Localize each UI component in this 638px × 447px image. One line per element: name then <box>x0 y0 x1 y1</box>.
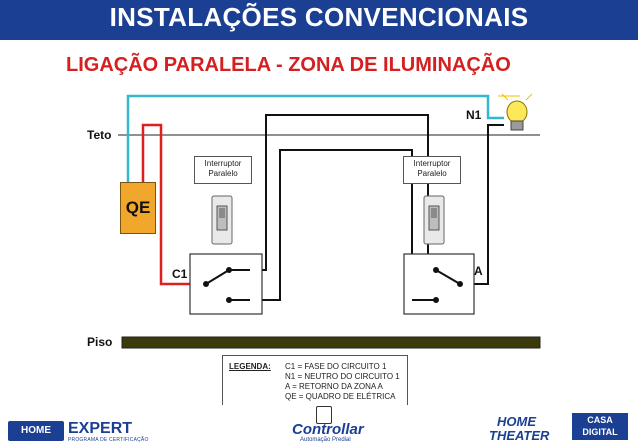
legend-item-a: A = RETORNO DA ZONA A <box>285 382 383 391</box>
terminal-left-top <box>226 267 232 273</box>
neutral-label: N1 <box>466 108 482 122</box>
casa-digital-line2: DIGITAL <box>582 427 618 437</box>
controllar-subtitle: Automação Predial <box>300 437 351 443</box>
lamp-icon <box>498 93 533 131</box>
switch-caption-left-line2: Paralelo <box>208 169 238 178</box>
controllar-logo: Controllar <box>292 421 364 438</box>
traveler-wire-1 <box>229 114 429 271</box>
floor-label: Piso <box>87 335 113 349</box>
return-label: A <box>474 264 483 278</box>
legend-item-n1: N1 = NEUTRO DO CIRCUITO 1 <box>285 372 400 381</box>
switch-caption-right-line2: Paralelo <box>417 169 447 178</box>
terminal-right-top <box>433 267 439 273</box>
panel-label: QE <box>125 198 151 217</box>
traveler-wire-2 <box>229 149 413 301</box>
terminal-right-bottom <box>433 297 439 303</box>
page-subtitle: LIGAÇÃO PARALELA - ZONA DE ILUMINAÇÃO <box>66 54 511 76</box>
circuit-label: C1 <box>172 267 188 281</box>
legend-item-qe: QE = QUADRO DE ELÉTRICA <box>285 392 396 401</box>
home-expert-word: EXPERT <box>68 420 133 437</box>
switch-box-left <box>189 253 263 315</box>
switch-lever-right <box>435 269 461 285</box>
home-theater-logo-line1: HOME <box>497 414 536 429</box>
phase-wire <box>141 123 204 286</box>
terminal-right-common <box>457 281 463 287</box>
controllar-switch-icon <box>316 406 332 424</box>
electrical-panel: QE <box>120 182 156 234</box>
switch-caption-right-line1: Interruptor <box>413 159 451 168</box>
legend-box: LEGENDA: C1 = FASE DO CIRCUITO 1 N1 = NE… <box>222 355 408 409</box>
neutral-wire <box>126 94 504 182</box>
page-title: INSTALAÇÕES CONVENCIONAIS <box>109 2 529 32</box>
home-theater-logo-line2: THEATER <box>489 428 550 443</box>
switch-box-right <box>403 253 475 315</box>
title-banner <box>0 0 638 40</box>
home-expert-logo: HOME <box>8 421 64 441</box>
ceiling-label: Teto <box>87 128 112 142</box>
casa-digital-line1: CASA <box>587 415 613 425</box>
floor-slab <box>121 336 541 349</box>
casa-digital-logo: CASA DIGITAL <box>572 413 628 440</box>
switch-caption-left-line1: Interruptor <box>204 159 242 168</box>
switch-caption-right <box>403 156 461 184</box>
switch-lever-left <box>205 269 230 285</box>
legend-header: LEGENDA: <box>229 362 271 371</box>
switch-plate-left-icon <box>211 195 233 245</box>
home-expert-subtitle: PROGRAMA DE CERTIFICAÇÃO <box>68 437 149 443</box>
terminal-left-bottom <box>226 297 232 303</box>
switch-caption-left <box>194 156 252 184</box>
legend-item-c1: C1 = FASE DO CIRCUITO 1 <box>285 362 387 371</box>
switch-plate-right-icon <box>423 195 445 245</box>
terminal-left-common <box>203 281 209 287</box>
